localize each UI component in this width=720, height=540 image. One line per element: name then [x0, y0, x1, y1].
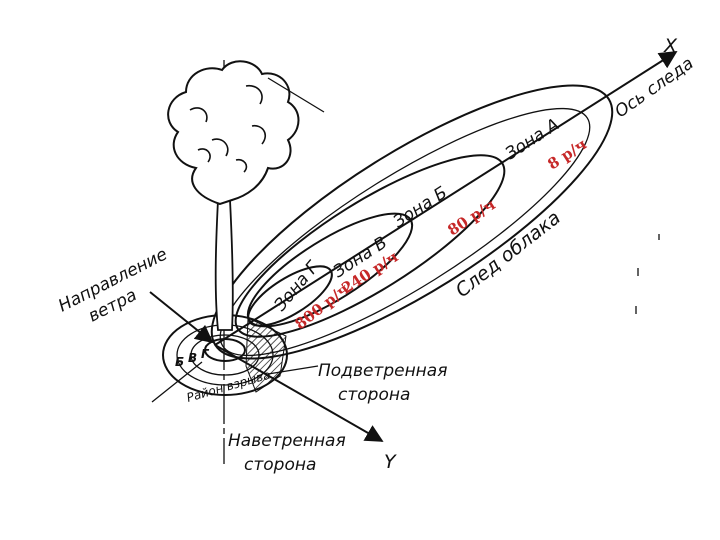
cloud-trace-ellipse [219, 107, 591, 357]
trace-axis-label: Ось следа [611, 54, 697, 123]
zone-b-label: Зона Б [390, 183, 451, 232]
wind-arrow [149, 291, 214, 344]
ring-label-g: Г [201, 347, 210, 361]
x-axis-line [214, 51, 678, 346]
zone-a-rate: 8 р/ч [544, 135, 590, 173]
zone-a-ellipse [210, 84, 614, 360]
windward-label-line2: сторона [244, 455, 316, 475]
leeward-label-line2: сторона [338, 385, 410, 405]
mushroom-cloud-icon [167, 60, 300, 331]
wind-arrow-tail [151, 361, 203, 403]
y-axis-label: Y [384, 451, 397, 473]
leeward-label-line1: Подветренная [318, 361, 447, 381]
x-axis-label: X [663, 35, 678, 57]
explosion-area-ring-inner [204, 338, 246, 362]
zone-b-rate: 80 р/ч [444, 195, 498, 239]
y-axis-line [214, 344, 384, 442]
windward-label-line1: Наветренная [228, 431, 346, 451]
leeward-pointer-line [267, 365, 319, 375]
leeward-hatched-sector [245, 317, 287, 393]
ring-label-v: В [188, 351, 197, 365]
zone-b-ellipse [234, 154, 506, 338]
cloud-pointer-line [267, 77, 325, 113]
ring-label-b: Б [175, 355, 184, 369]
